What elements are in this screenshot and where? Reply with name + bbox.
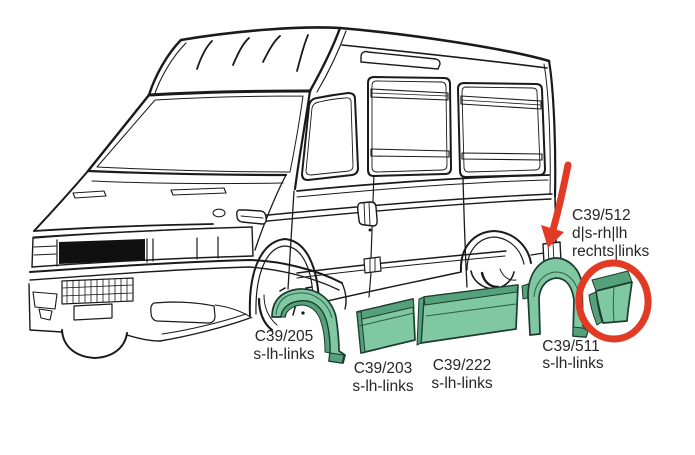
van-windows <box>301 50 546 181</box>
red-circle-annotation <box>575 259 652 343</box>
highlight-part-c39-222 <box>416 284 519 346</box>
label-c39-511-code: C39/511 <box>542 338 599 355</box>
label-c39-511-variant: s-lh-links <box>542 355 603 372</box>
label-c39-222-code: C39/222 <box>433 357 492 374</box>
red-arrow-annotation <box>541 161 572 248</box>
label-c39-205-variant: s-lh-links <box>253 346 314 363</box>
van-headlight-band <box>31 226 254 268</box>
van-front-wheel-arch <box>248 238 320 332</box>
highlight-part-c39-512 <box>588 270 633 326</box>
van-plate-holder <box>73 303 113 321</box>
part-labels: C39/205 s-lh-links C39/203 s-lh-links C3… <box>253 207 649 395</box>
label-c39-203-variant: s-lh-links <box>352 378 413 395</box>
van-windshield <box>86 89 312 191</box>
van-fog-lamp <box>32 291 58 321</box>
van-grille-slot <box>59 239 145 264</box>
highlight-part-c39-203 <box>356 298 416 354</box>
label-c39-512-variant2: rechts|links <box>572 243 649 260</box>
highlight-part-c39-205 <box>271 286 346 364</box>
highlight-part-c39-511 <box>521 257 589 338</box>
label-c39-205-code: C39/205 <box>255 328 314 345</box>
van-line-drawing <box>28 26 562 359</box>
van-bumper-grille <box>61 277 134 305</box>
van-side-window-1 <box>367 76 452 177</box>
van-door-window <box>301 92 359 181</box>
van-sliding-door-handle <box>357 201 378 227</box>
label-c39-512-variant: d|s-rh|lh <box>572 225 627 242</box>
van-roof-vent-window <box>360 50 441 70</box>
label-c39-203-code: C39/203 <box>354 360 413 377</box>
label-c39-512-code: C39/512 <box>572 207 631 224</box>
van-front-wheel <box>61 329 128 359</box>
label-c39-222-variant: s-lh-links <box>431 375 492 392</box>
